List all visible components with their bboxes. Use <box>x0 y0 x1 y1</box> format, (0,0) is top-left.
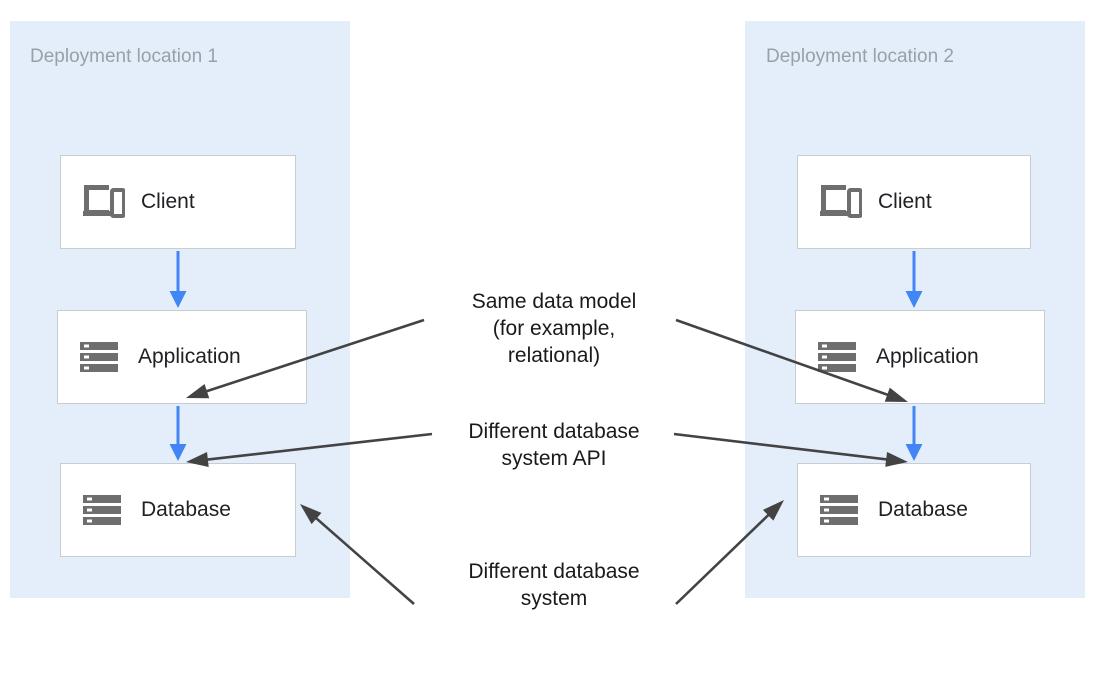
node-database-1-label: Database <box>141 498 231 521</box>
deployment-zone-2-label: Deployment location 2 <box>766 46 954 67</box>
node-application-1-label: Application <box>138 345 241 368</box>
node-application-1[interactable]: Application <box>57 310 307 404</box>
devices-icon <box>818 182 863 222</box>
node-application-2[interactable]: Application <box>795 310 1045 404</box>
node-database-2[interactable]: Database <box>797 463 1031 557</box>
annotation-different-database-system: Different database system <box>468 560 640 610</box>
server-stack-icon <box>816 337 860 377</box>
server-stack-icon <box>81 490 125 530</box>
node-client-1-label: Client <box>141 190 195 213</box>
server-stack-icon <box>818 490 862 530</box>
node-application-2-label: Application <box>876 345 979 368</box>
deployment-zone-1-label: Deployment location 1 <box>30 46 218 67</box>
annotation-different-database-system-api: Different database system API <box>468 420 640 470</box>
node-client-1[interactable]: Client <box>60 155 296 249</box>
node-database-1[interactable]: Database <box>60 463 296 557</box>
devices-icon <box>81 182 126 222</box>
node-client-2-label: Client <box>878 190 932 213</box>
annotation-same-data-model: Same data model (for example, relational… <box>471 290 637 367</box>
node-database-2-label: Database <box>878 498 968 521</box>
server-stack-icon <box>78 337 122 377</box>
node-client-2[interactable]: Client <box>797 155 1031 249</box>
